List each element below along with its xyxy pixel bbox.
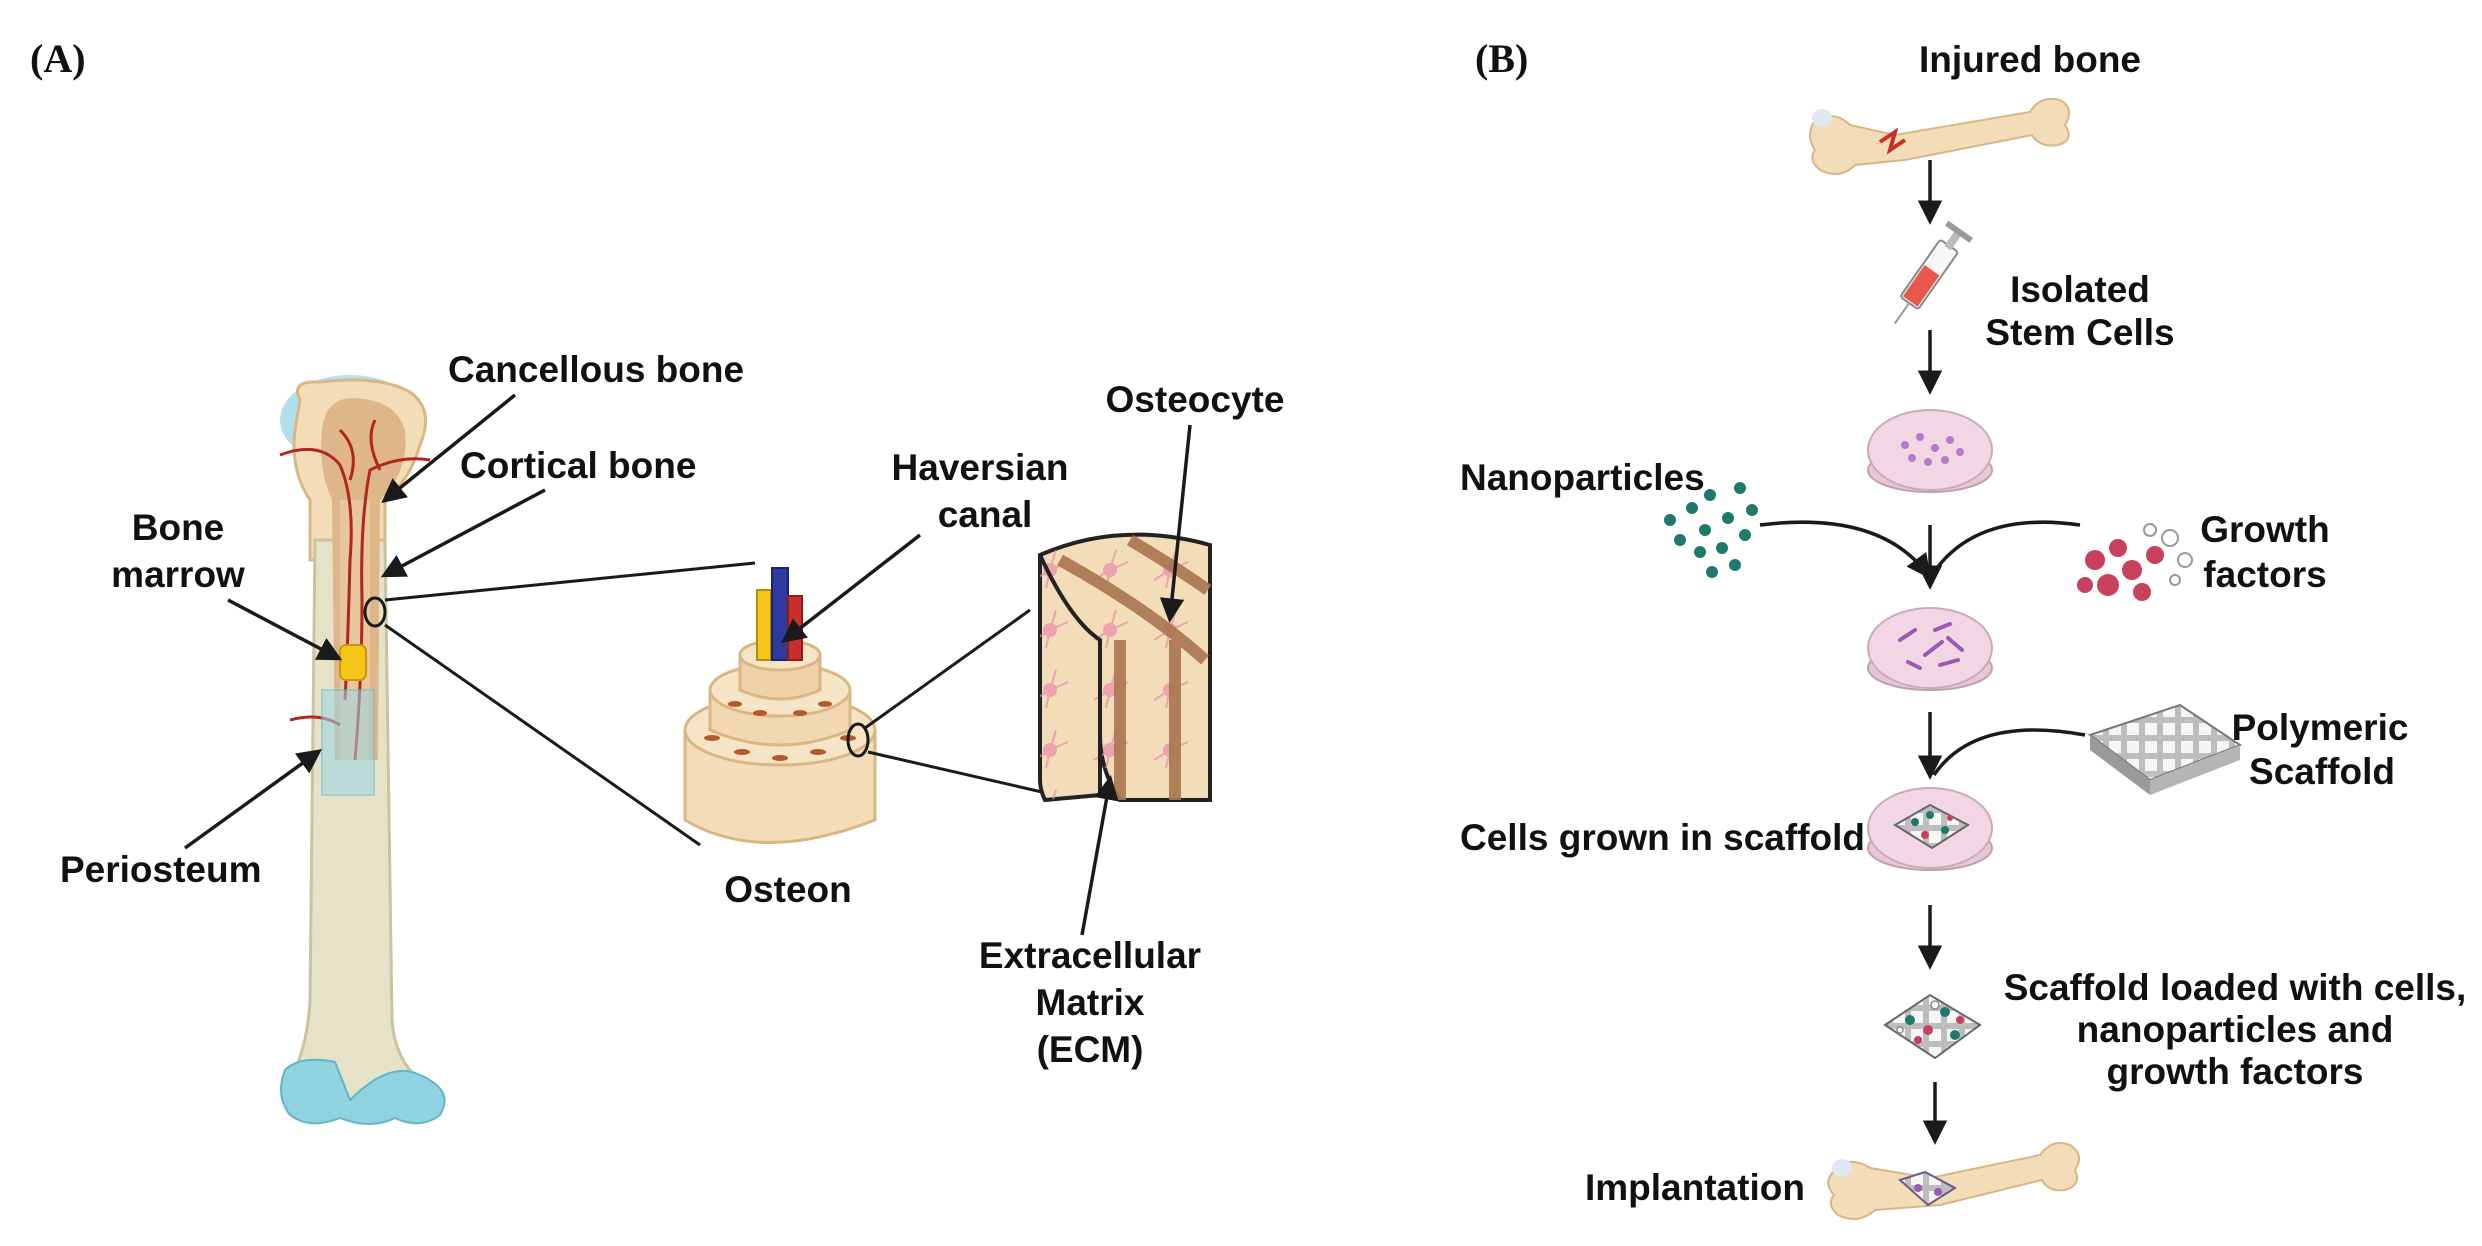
label-ecm-line2: Matrix — [1036, 982, 1145, 1023]
arrow-ecm — [1080, 775, 1119, 936]
arrow-haversian-canal — [781, 533, 922, 644]
injured-bone-icon — [1809, 97, 2070, 175]
panel-label-a: (A) — [30, 36, 86, 81]
flow-arrow-nanoparticles — [1759, 520, 1931, 579]
polymeric-scaffold-icon — [2087, 703, 2243, 795]
arrow-cancellous-bone — [381, 393, 517, 504]
label-growth-factors-line1: Growth — [2200, 509, 2329, 550]
label-osteon: Osteon — [724, 869, 851, 910]
osteon-illustration — [683, 567, 877, 844]
petri-dish-cells-in-scaffold — [1867, 787, 1993, 871]
label-ecm-line1: Extracellular — [979, 935, 1201, 976]
callout-line-ecm-upper — [864, 608, 1031, 730]
callout-line-ecm-lower — [867, 750, 1056, 797]
label-isolated-stem-cells-line2: Stem Cells — [1985, 312, 2174, 353]
cortex-callout-circle — [363, 596, 387, 628]
arrow-bone-marrow — [227, 598, 343, 661]
arrow-cortical-bone — [380, 488, 546, 578]
arrow-periosteum — [183, 749, 322, 850]
label-scaffold-loaded-line2: nanoparticles and — [2077, 1009, 2394, 1050]
label-isolated-stem-cells-line1: Isolated — [2010, 269, 2150, 310]
label-haversian-canal-line1: Haversian — [892, 447, 1069, 488]
syringe-icon — [1893, 220, 1974, 325]
label-polymeric-scaffold-line1: Polymeric — [2232, 707, 2409, 748]
label-growth-factors-line2: factors — [2203, 554, 2326, 595]
flow-arrow-growth-factors — [1930, 520, 2081, 576]
label-ecm-line3: (ECM) — [1037, 1029, 1144, 1070]
arrow-osteocyte — [1159, 424, 1192, 623]
label-injured-bone: Injured bone — [1919, 39, 2141, 80]
label-osteocyte: Osteocyte — [1106, 379, 1285, 420]
label-cortical-bone: Cortical bone — [460, 445, 696, 486]
flow-arrow-scaffold — [1932, 728, 2086, 776]
label-polymeric-scaffold-line2: Scaffold — [2249, 751, 2395, 792]
implanted-bone-icon — [1827, 1142, 2080, 1220]
label-haversian-canal-line2: canal — [938, 494, 1033, 535]
panel-label-b: (B) — [1475, 36, 1528, 81]
label-scaffold-loaded-line1: Scaffold loaded with cells, — [2004, 967, 2467, 1008]
label-bone-marrow-line1: Bone — [132, 507, 225, 548]
petri-dish-proliferated — [1867, 607, 1993, 691]
callout-line-lower — [384, 623, 701, 847]
label-scaffold-loaded-line3: growth factors — [2107, 1051, 2364, 1092]
label-bone-marrow-line2: marrow — [111, 554, 245, 595]
ecm-illustration — [1038, 532, 1212, 803]
growth-factors-cluster — [2077, 523, 2193, 601]
label-periosteum: Periosteum — [60, 849, 262, 890]
loaded-scaffold-icon — [1883, 993, 1982, 1060]
petri-dish-stem-cells — [1867, 409, 1993, 493]
label-nanoparticles: Nanoparticles — [1460, 457, 1705, 498]
label-cancellous-bone: Cancellous bone — [448, 349, 744, 390]
nanoparticles-cluster — [1664, 482, 1758, 578]
label-cells-grown-in-scaffold: Cells grown in scaffold — [1460, 817, 1865, 858]
callout-line-upper — [384, 561, 756, 602]
label-implantation: Implantation — [1585, 1167, 1805, 1208]
long-bone-illustration — [279, 375, 446, 1125]
